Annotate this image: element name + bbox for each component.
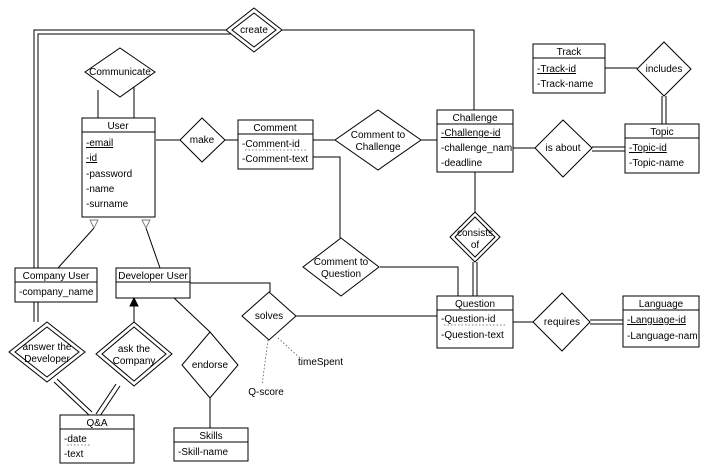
entity-title: Skills: [199, 431, 222, 442]
relationship-label: ask the: [118, 344, 151, 355]
entity-language[interactable]: Language -Language-id -Language-nam: [622, 295, 700, 348]
relationship-comment-to-question[interactable]: Comment to Question: [302, 237, 380, 297]
entity-attribute: -Question-text: [441, 330, 504, 341]
entity-key-attribute: -Language-id: [627, 315, 686, 326]
relationship-label: create: [240, 25, 268, 36]
relationship-label: of: [471, 240, 480, 251]
relationship-communicate[interactable]: Communicate: [84, 47, 156, 98]
attribute-time-spent: timeSpent: [298, 357, 343, 368]
relationship-label: answer the: [23, 342, 72, 353]
entity-topic[interactable]: Topic -Topic-id -Topic-name: [624, 123, 700, 174]
entity-title: Language: [639, 299, 684, 310]
entity-developer-user[interactable]: Developer User: [115, 267, 191, 299]
entity-key-attribute: -Track-id: [537, 64, 576, 75]
entity-company-user[interactable]: Company User -company_name: [14, 267, 98, 303]
entity-attribute: -Skill-name: [178, 447, 228, 458]
entity-question[interactable]: Question -Question-id -Question-text: [436, 295, 514, 349]
inheritance-triangle-developer: [141, 219, 151, 230]
relationship-comment-to-challenge[interactable]: Comment to Challenge: [334, 109, 422, 171]
relationship-label: Comment to: [351, 130, 406, 141]
entity-title: User: [107, 121, 129, 132]
entity-attribute: -Comment-text: [242, 154, 308, 165]
relationship-requires[interactable]: requires: [532, 292, 591, 352]
relationship-is-about[interactable]: is about: [534, 119, 593, 178]
relationship-endorse[interactable]: endorse: [181, 331, 239, 399]
relationship-label: includes: [646, 64, 683, 75]
relationship-label: make: [190, 135, 215, 146]
entity-title: Q&A: [86, 418, 107, 429]
entity-attribute: -password: [86, 169, 132, 180]
entity-user[interactable]: User -email -id -password -name -surname: [81, 117, 156, 218]
relationship-includes[interactable]: includes: [636, 41, 692, 97]
relationship-label: Communicate: [89, 67, 151, 78]
entity-attribute: -company_name: [19, 287, 94, 298]
entity-key-attribute: -Challenge-id: [441, 128, 500, 139]
entity-title: Challenge: [452, 113, 497, 124]
entity-key-attribute: -id: [86, 153, 97, 164]
entity-key-attribute: -date: [64, 434, 87, 445]
arrow-ask-company: [129, 296, 139, 307]
relationship-solves[interactable]: solves: [241, 291, 297, 341]
entity-attribute: -Topic-name: [629, 158, 684, 169]
connectors: [33, 29, 667, 428]
entity-title: Track: [557, 47, 583, 58]
entity-title: Question: [455, 299, 495, 310]
relationship-label: Challenge: [355, 142, 400, 153]
relationship-label: solves: [255, 311, 283, 322]
entity-title: Topic: [650, 127, 673, 138]
entity-key-attribute: -Question-id: [441, 314, 495, 325]
relationship-label: is about: [545, 143, 580, 154]
inheritance-triangle-company: [89, 219, 99, 230]
relationship-create[interactable]: create: [225, 7, 283, 53]
relationship-make[interactable]: make: [179, 117, 226, 163]
entity-attribute: -name: [86, 184, 115, 195]
relationship-label: Comment to: [314, 257, 369, 268]
entity-attribute: -text: [64, 449, 84, 460]
relationship-ask-the-company[interactable]: ask the Company: [95, 321, 173, 387]
entity-key-attribute: -email: [86, 138, 113, 149]
entity-title: Company User: [23, 271, 90, 282]
entity-track[interactable]: Track -Track-id -Track-name: [532, 43, 606, 94]
entity-challenge[interactable]: Challenge -Challenge-id -challenge_nam -…: [436, 109, 514, 173]
entity-title: Developer User: [118, 271, 188, 282]
entity-attribute: -Track-name: [537, 79, 594, 90]
entity-qa[interactable]: Q&A -date -text: [59, 414, 135, 464]
entity-title: Comment: [253, 123, 297, 134]
entity-key-attribute: -Comment-id: [242, 139, 300, 150]
relationship-label: Developer: [24, 354, 70, 365]
entity-key-attribute: -Topic-id: [629, 143, 667, 154]
entity-attribute: -surname: [86, 199, 129, 210]
relationship-label: Question: [321, 269, 361, 280]
relationship-label: requires: [544, 317, 580, 328]
relationship-consists-of[interactable]: consists of: [449, 211, 501, 263]
entity-skills[interactable]: Skills -Skill-name: [173, 427, 249, 462]
relationship-label: endorse: [192, 360, 229, 371]
entity-comment[interactable]: Comment -Comment-id -Comment-text: [237, 119, 314, 170]
entity-attribute: -challenge_nam: [441, 143, 512, 154]
entity-attribute: -Language-nam: [627, 331, 698, 342]
entity-attribute: -deadline: [441, 158, 483, 169]
relationship-label: Company: [113, 356, 156, 367]
relationship-answer-the-developer[interactable]: answer the Developer: [8, 321, 86, 383]
attribute-q-score: Q-score: [248, 387, 284, 398]
relationship-label: consists: [457, 228, 493, 239]
